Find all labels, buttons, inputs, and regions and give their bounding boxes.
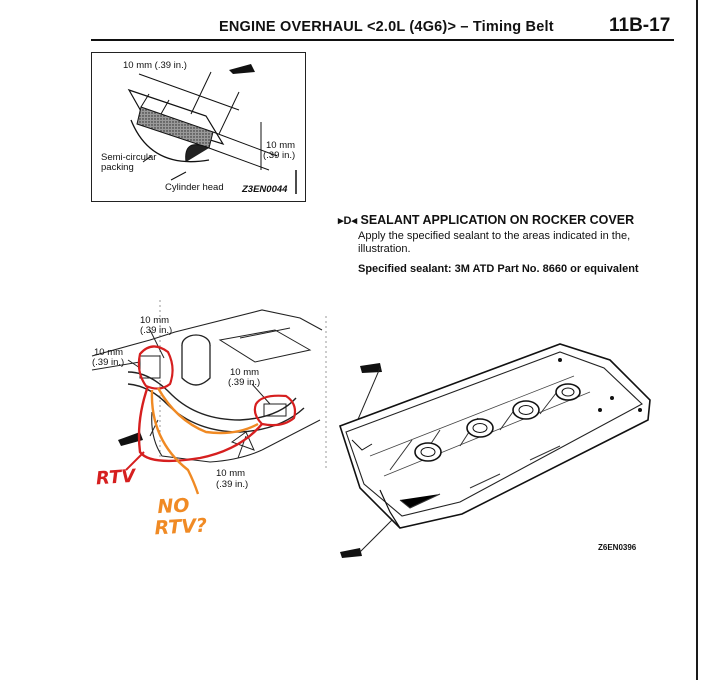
packing-drawing	[127, 64, 297, 194]
packing-figure: 10 mm (.39 in.) 10 mm (.39 in.) Semi-cir…	[91, 52, 306, 202]
section-marker: ▸D◂	[338, 215, 357, 227]
cover-figure-code: Z6EN0396	[598, 543, 637, 552]
sealant-section: ▸D◂ SEALANT APPLICATION ON ROCKER COVER …	[338, 213, 678, 275]
page-frame-edge	[696, 0, 698, 680]
packing-label-2: packing	[101, 162, 134, 173]
packing-dim-right-2: (.39 in.)	[263, 150, 296, 161]
cover-dim-a-1: 10 mm	[140, 315, 170, 326]
cylinder-head-label: Cylinder head	[165, 182, 224, 193]
cover-dim-b-1: 10 mm	[94, 347, 124, 358]
rtv-annotation: RTV	[95, 465, 136, 490]
packing-dim-top: 10 mm (.39 in.)	[123, 60, 187, 71]
cover-dim-b-2: (.39 in.)	[92, 357, 125, 368]
packing-dim-right-1: 10 mm	[266, 140, 296, 151]
page-title: ENGINE OVERHAUL <2.0L (4G6)> – Timing Be…	[219, 19, 554, 35]
sealant-spec: Specified sealant: 3M ATD Part No. 8660 …	[358, 263, 639, 275]
page-number: 11B-17	[609, 15, 671, 36]
cover-dim-d-2: (.39 in.)	[216, 479, 249, 490]
packing-figure-frame	[91, 52, 306, 202]
packing-figure-code: Z3EN0044	[242, 184, 288, 195]
section-title: SEALANT APPLICATION ON ROCKER COVER	[360, 213, 635, 227]
header-rule	[91, 39, 674, 41]
section-body: Apply the specified sealant to the areas…	[358, 230, 631, 255]
no-rtv-annotation: NO RTV?	[153, 495, 208, 540]
cover-dim-c-2: (.39 in.)	[228, 377, 261, 388]
packing-label-1: Semi-circular	[101, 152, 157, 163]
section-title-line: ▸D◂ SEALANT APPLICATION ON ROCKER COVER	[338, 213, 678, 227]
cover-dim-d-1: 10 mm	[216, 468, 246, 479]
no-rtv-line-2: RTV?	[153, 514, 208, 540]
cover-dim-a-2: (.39 in.)	[140, 325, 173, 336]
cover-dim-c-1: 10 mm	[230, 367, 260, 378]
